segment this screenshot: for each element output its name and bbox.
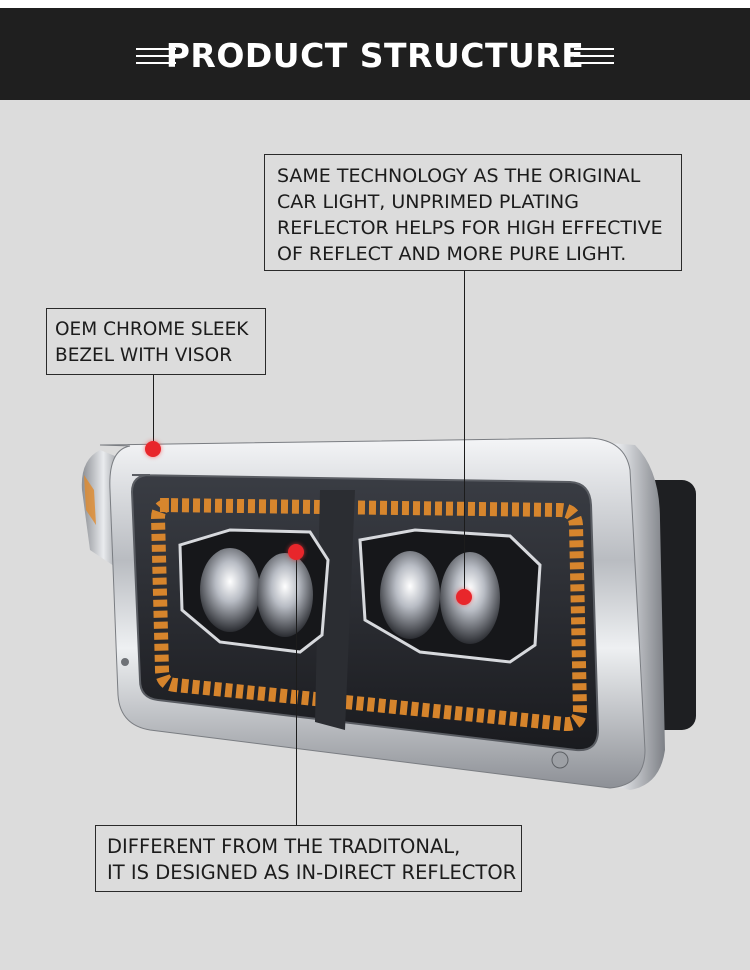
callout-line: IT IS DESIGNED AS IN-DIRECT REFLECTOR <box>107 861 517 884</box>
top-margin <box>0 0 750 8</box>
callout-technology: SAME TECHNOLOGY AS THE ORIGINAL CAR LIGH… <box>264 154 682 271</box>
marker-dot-reflector <box>288 544 304 560</box>
headlight-image <box>81 437 696 790</box>
leader-line-reflector <box>296 552 297 825</box>
callout-reflector: DIFFERENT FROM THE TRADITONAL, IT IS DES… <box>95 825 522 892</box>
callout-bezel: OEM CHROME SLEEK BEZEL WITH VISOR <box>46 308 266 375</box>
callout-line: DIFFERENT FROM THE TRADITONAL, <box>107 835 461 858</box>
marker-dot-technology <box>456 589 472 605</box>
menu-lines-icon <box>136 48 176 64</box>
callout-line: OF REFLECT AND MORE PURE LIGHT. <box>277 243 627 265</box>
leader-line-bezel <box>153 375 154 449</box>
leader-line-technology <box>464 271 465 597</box>
callout-line: REFLECTOR HELPS FOR HIGH EFFECTIVE <box>277 217 663 239</box>
callout-line: BEZEL WITH VISOR <box>55 345 233 366</box>
page-title: PRODUCT STRUCTURE <box>165 36 585 75</box>
callout-line: CAR LIGHT, UNPRIMED PLATING <box>277 191 579 213</box>
callout-line: SAME TECHNOLOGY AS THE ORIGINAL <box>277 165 641 187</box>
menu-lines-icon <box>574 48 614 64</box>
marker-dot-bezel <box>145 441 161 457</box>
callout-line: OEM CHROME SLEEK <box>55 319 249 340</box>
header-banner: PRODUCT STRUCTURE <box>0 8 750 100</box>
